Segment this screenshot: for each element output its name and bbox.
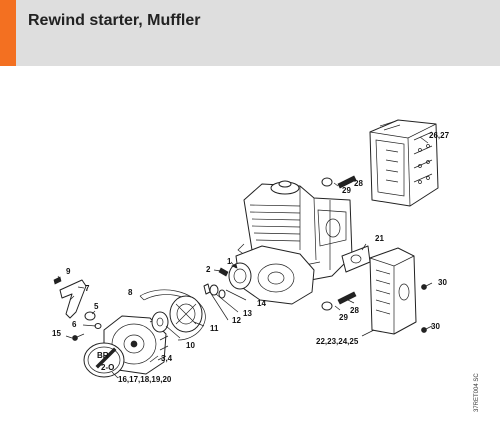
drawing-code: 37RET004 SC <box>474 373 480 412</box>
label-8: 8 <box>128 288 133 297</box>
label-28-upper: 28 <box>354 179 363 188</box>
cover-logo-bottom: 2-O <box>101 363 114 372</box>
label-30-lower: 30 <box>431 322 440 331</box>
lower-muffler <box>369 247 417 335</box>
label-5: 5 <box>94 302 99 311</box>
label-12: 12 <box>232 316 241 325</box>
header-accent-bar <box>0 0 16 66</box>
label-16-20: 16,17,18,19,20 <box>118 375 172 384</box>
screw-30-lower <box>421 325 433 333</box>
part-labels: 1 2 3,4 5 6 7 8 9 10 11 12 13 14 15 16,1… <box>52 131 450 384</box>
label-9: 9 <box>66 267 71 276</box>
screw-15 <box>72 333 85 341</box>
pawl <box>218 267 229 277</box>
label-26-27: 26,27 <box>429 131 450 140</box>
starter-cover: BR 2-O <box>83 342 125 378</box>
label-7: 7 <box>85 284 90 293</box>
upper-muffler <box>369 119 439 207</box>
flywheel-nut-washers <box>203 283 226 299</box>
label-6: 6 <box>72 320 77 329</box>
crankcase <box>235 245 315 305</box>
label-22-25: 22,23,24,25 <box>316 337 359 346</box>
starter-grip <box>59 279 87 319</box>
label-1: 1 <box>227 257 232 266</box>
label-13: 13 <box>243 309 252 318</box>
label-3-4: 3,4 <box>161 354 173 363</box>
label-30-upper: 30 <box>438 278 447 287</box>
rope-rotor <box>169 295 203 333</box>
spring-washer-lower <box>321 301 333 311</box>
label-29-lower: 29 <box>339 313 348 322</box>
label-15: 15 <box>52 329 61 338</box>
spring-washer-upper <box>321 177 333 187</box>
label-11: 11 <box>210 324 219 333</box>
washer-10 <box>151 311 169 333</box>
rope-guide <box>84 311 102 329</box>
label-2: 2 <box>206 265 211 274</box>
leader-lines <box>57 136 429 379</box>
label-29-upper: 29 <box>342 186 351 195</box>
screw-lower <box>337 291 357 305</box>
label-10: 10 <box>186 341 195 350</box>
label-21: 21 <box>375 234 384 243</box>
page-title: Rewind starter, Muffler <box>28 12 201 29</box>
screw-30-upper <box>421 282 433 290</box>
label-14: 14 <box>257 299 266 308</box>
flywheel-cup <box>228 262 252 290</box>
cover-logo-top: BR <box>97 351 109 360</box>
header-band: Rewind starter, Muffler <box>0 0 500 66</box>
screw-9 <box>53 276 62 285</box>
label-28-lower: 28 <box>350 306 359 315</box>
screw-upper <box>337 175 357 189</box>
